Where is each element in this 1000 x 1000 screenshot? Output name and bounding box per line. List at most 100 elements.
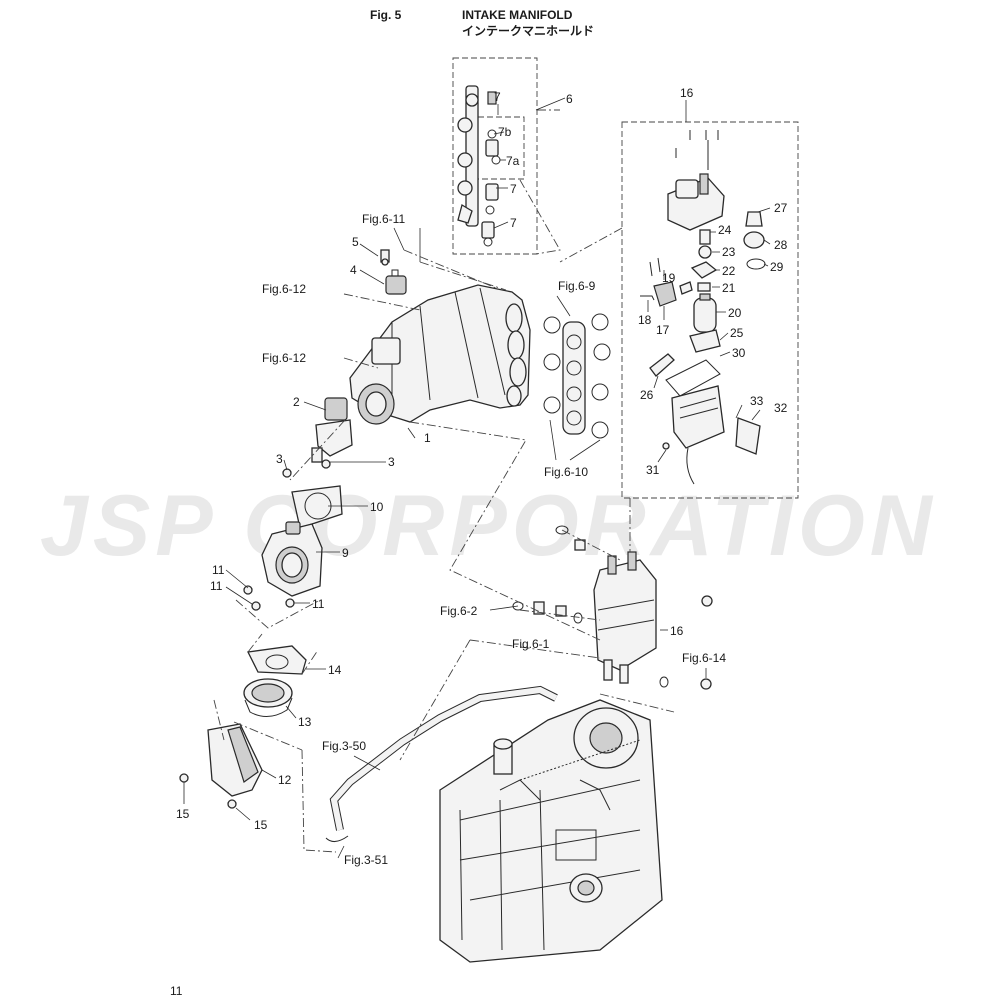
connector-19b: [679, 281, 693, 295]
label-14: 14: [328, 663, 342, 677]
label-22: 22: [722, 264, 736, 278]
screw-31: [662, 442, 670, 450]
label-11-c: 11: [312, 597, 325, 611]
ref-fig6-1: Fig.6-1: [512, 637, 550, 651]
fuel-rail: [457, 85, 501, 247]
gasket-10: [291, 485, 343, 529]
o-ring-29: [746, 258, 766, 270]
label-31: 31: [646, 463, 660, 477]
pump-body-33: [671, 385, 725, 449]
label-18: 18: [638, 313, 652, 327]
ref-fig6-12-mid: Fig.6-12: [262, 351, 306, 365]
label-10: 10: [370, 500, 384, 514]
hose-fig3-50: [330, 686, 558, 831]
label-33: 33: [750, 394, 764, 408]
bolt-15-a: [179, 773, 189, 783]
watermark: JSP CORPORATION: [40, 478, 937, 574]
label-26: 26: [640, 388, 654, 402]
label-7a: 7a: [506, 154, 520, 168]
label-1: 1: [424, 431, 431, 445]
bolt-5: [380, 249, 390, 266]
bolt-11-a: [243, 585, 253, 595]
ref-fig6-14: Fig.6-14: [682, 651, 726, 665]
label-6: 6: [566, 92, 573, 106]
label-20: 20: [728, 306, 742, 320]
ref-fig6-9: Fig.6-9: [558, 279, 596, 293]
sensor-26: [649, 353, 675, 377]
valve-2: [311, 397, 353, 463]
ref-fig6-10: Fig.6-10: [544, 465, 588, 479]
plate-22: [690, 261, 718, 279]
ref-fig3-50: Fig.3-50: [322, 739, 366, 753]
ref-fig6-12-top: Fig.6-12: [262, 282, 306, 296]
label-7-mid: 7: [510, 182, 517, 196]
injector-7b: [485, 129, 499, 157]
gasket-30: [665, 359, 721, 397]
joint-24: [699, 229, 711, 245]
label-25: 25: [730, 326, 744, 340]
label-12: 12: [278, 773, 292, 787]
throttle-body-9: [261, 521, 323, 597]
joint-14: [247, 645, 307, 675]
label-24: 24: [718, 223, 732, 237]
label-32: 32: [774, 401, 788, 415]
label-19: 19: [662, 271, 676, 285]
clamp-fig3-51: [325, 835, 349, 842]
label-11-b: 11: [210, 579, 223, 593]
title-japanese: インテークマニホールド: [462, 24, 595, 38]
vapor-separator-16: [593, 551, 657, 684]
label-15-a: 15: [176, 807, 190, 821]
seal-21: [697, 282, 711, 292]
label-23: 23: [722, 245, 736, 259]
grommet-23: [698, 245, 712, 259]
ref-fig6-2: Fig.6-2: [440, 604, 478, 618]
label-29: 29: [770, 260, 784, 274]
intake-manifold: [349, 284, 531, 425]
silencer-12: [207, 723, 263, 797]
sensor-4: [385, 269, 407, 295]
screws-16: [675, 130, 719, 170]
label-3-right: 3: [388, 455, 395, 469]
title-english: INTAKE MANIFOLD: [462, 8, 573, 22]
label-3-left: 3: [276, 452, 283, 466]
ref-fig6-11: Fig.6-11: [362, 212, 405, 226]
fuel-pump-20: [693, 293, 717, 333]
fittings-fig6-2: [512, 525, 713, 690]
bolt-15-b: [227, 799, 237, 809]
figure-title: INTAKE MANIFOLD インテークマニホールド: [462, 7, 594, 39]
filter-25: [689, 329, 721, 353]
cover-32: [735, 417, 761, 455]
assembly-lines: [213, 109, 675, 853]
bolt-11-c: [285, 598, 295, 608]
label-2: 2: [293, 395, 300, 409]
injector-group-box: [452, 57, 538, 255]
injector-7-bottom: [481, 221, 495, 247]
label-11-a: 11: [212, 563, 225, 577]
label-30: 30: [732, 346, 746, 360]
label-4: 4: [350, 263, 357, 277]
hose-31: [686, 447, 695, 485]
label-16-lower: 16: [670, 624, 684, 638]
figure-number: Fig. 5: [370, 8, 402, 22]
filter-28: [743, 231, 765, 249]
label-28: 28: [774, 238, 788, 252]
ref-fig3-51: Fig.3-51: [344, 853, 388, 867]
label-13: 13: [298, 715, 312, 729]
clip-18: [640, 295, 655, 301]
label-17: 17: [656, 323, 670, 337]
label-7: 7: [494, 90, 501, 104]
bolt-3-right: [321, 459, 331, 469]
injector-7-lower: [485, 183, 499, 215]
label-5: 5: [352, 235, 359, 249]
engine-block: [439, 699, 663, 963]
label-9: 9: [342, 546, 349, 560]
label-27: 27: [774, 201, 788, 215]
manifold-gaskets: [543, 313, 611, 439]
pressure-regulator-27: [745, 211, 763, 227]
fuel-pump-group-box: [621, 121, 799, 499]
label-16-top: 16: [680, 86, 694, 100]
leader-lines: [183, 97, 771, 859]
hose-13: [243, 678, 293, 717]
label-7b: 7b: [498, 125, 512, 139]
